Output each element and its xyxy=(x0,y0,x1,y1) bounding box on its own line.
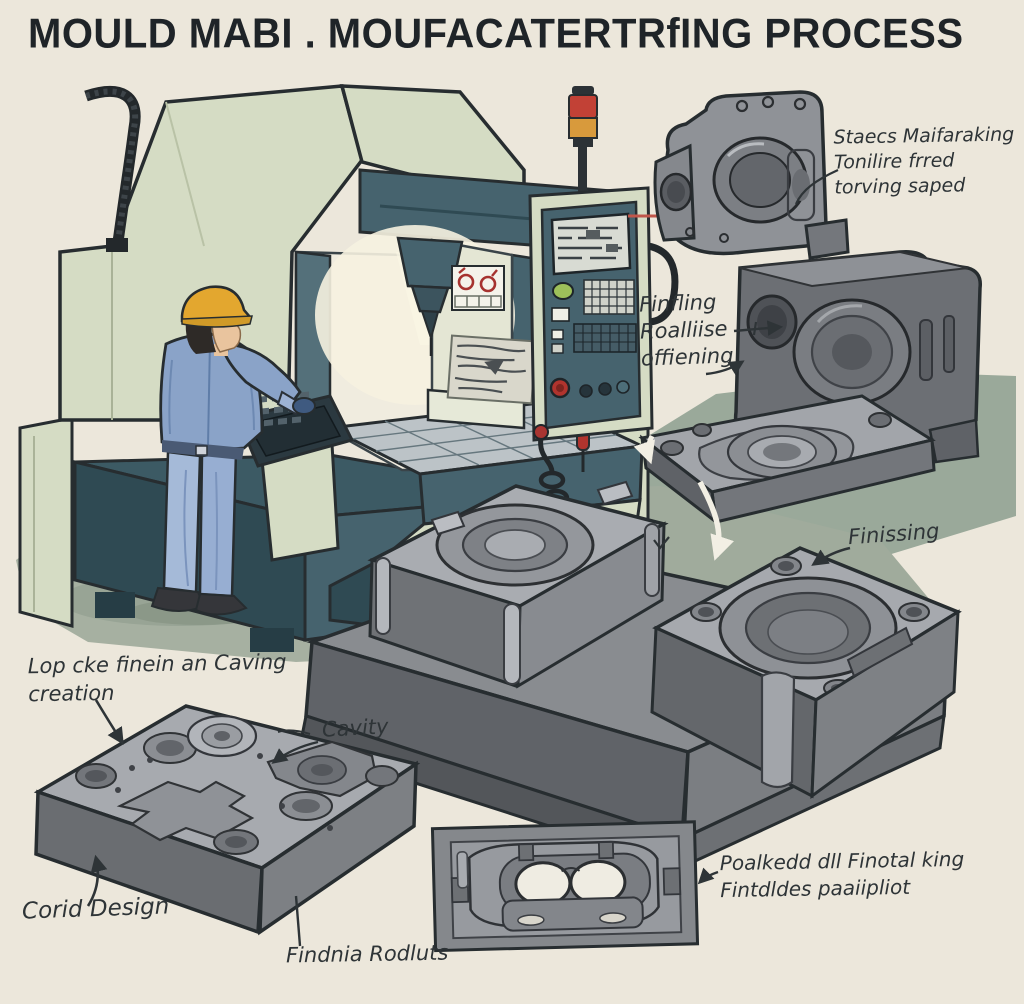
spindle xyxy=(396,236,464,356)
mould-half-left xyxy=(367,480,669,689)
worker xyxy=(150,285,316,616)
control-pendant xyxy=(528,186,654,585)
label-line: Lop cke finein an Caving xyxy=(27,649,287,679)
pendant-keypad xyxy=(573,323,637,353)
page-title: MOULD MABI . MOUFACATERTRfING PROCESS xyxy=(28,11,964,57)
stack-light-icon xyxy=(568,86,598,192)
label-line: creation xyxy=(28,680,115,707)
label-line: Staecs Maifaraking xyxy=(833,123,1015,149)
label-line: Fintdldes paaiipliot xyxy=(720,874,911,903)
pendant-cable-arc xyxy=(647,242,679,326)
worker-hand xyxy=(292,397,316,415)
worker-leg xyxy=(162,450,202,594)
final-mould-plate xyxy=(430,820,700,953)
label-cavity-creation: Lop cke finein an Caving creation xyxy=(28,648,288,709)
pendant-screen xyxy=(550,212,632,276)
roughing-plate xyxy=(638,394,936,526)
cross-pocket xyxy=(116,780,255,842)
core-design-block xyxy=(33,704,421,936)
flow-arrow-icon xyxy=(86,320,851,947)
label-roughing: Finfling Roalliise offiening xyxy=(639,288,734,372)
label-line: torving saped xyxy=(834,174,966,199)
pendant-key-grid xyxy=(583,279,635,315)
label-line: offiening xyxy=(640,343,734,371)
label-cavity: Cavity xyxy=(321,714,390,742)
raw-label-leader xyxy=(794,168,839,205)
estop-knob xyxy=(533,424,549,440)
label-final-products: Findnia Rodluts xyxy=(285,940,449,968)
mould-part-raw xyxy=(628,90,850,260)
spec-placard xyxy=(446,334,537,405)
warning-sticker-icon xyxy=(451,265,505,311)
label-raw-material: Staecs Maifaraking Tonilire frred torvin… xyxy=(833,122,1015,200)
pendant-green-button xyxy=(552,282,574,300)
label-line: Poalkedd dll Finotal king xyxy=(719,846,965,876)
label-line: Tonilire frred xyxy=(833,149,955,174)
label-core-design: Corid Design xyxy=(21,893,170,925)
label-line: Finfling xyxy=(638,289,717,317)
power-cable xyxy=(84,86,141,252)
label-line: Roalliise xyxy=(639,316,728,344)
label-final-polish: Poalkedd dll Finotal king Fintdldes paai… xyxy=(720,846,965,904)
mould-stage-roughing xyxy=(638,249,982,526)
mould-half-right xyxy=(650,546,962,800)
machine-left-panel xyxy=(18,416,74,628)
